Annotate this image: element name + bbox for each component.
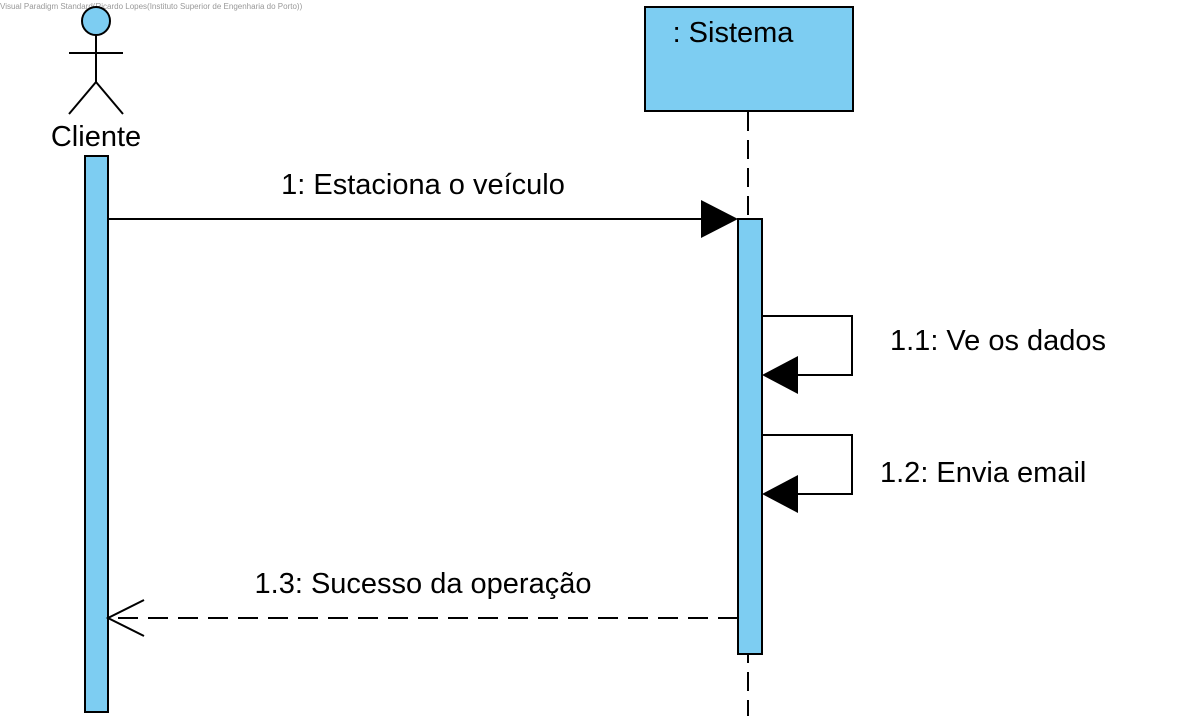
activation-bar-cliente [84,155,109,713]
message-1-arrowhead [701,200,738,238]
activation-bar-sistema [737,218,763,655]
message-1-3[interactable]: 1.3: Sucesso da operação [105,568,738,637]
message-1[interactable]: 1: Estaciona o veículo [108,169,738,238]
message-1-label: 1: Estaciona o veículo [281,169,565,201]
message-1-2[interactable]: 1.2: Envia email [762,434,1086,513]
message-1-1-arrowhead [762,356,798,394]
lifeline-sistema-box [644,6,854,112]
lifeline-sistema[interactable]: : Sistema [644,6,854,112]
actor-cliente[interactable]: Cliente [51,6,141,153]
message-1-2-label: 1.2: Envia email [880,457,1086,489]
actor-label: Cliente [51,121,141,153]
actor-head [81,6,111,36]
message-1-2-arrowhead [762,475,798,513]
watermark-text: Visual Paradigm Standard(Ricardo Lopes(I… [0,2,303,11]
message-1-2-line [762,434,853,495]
message-1-3-arrowhead [105,599,145,637]
message-1-3-label: 1.3: Sucesso da operação [255,568,592,600]
actor-left-leg [68,81,97,115]
actor-right-leg [95,81,124,115]
message-1-1-label: 1.1: Ve os dados [890,325,1106,357]
message-1-1-line [762,315,853,376]
lifeline-sistema-label: : Sistema [673,17,795,49]
message-1-1[interactable]: 1.1: Ve os dados [762,315,1106,394]
